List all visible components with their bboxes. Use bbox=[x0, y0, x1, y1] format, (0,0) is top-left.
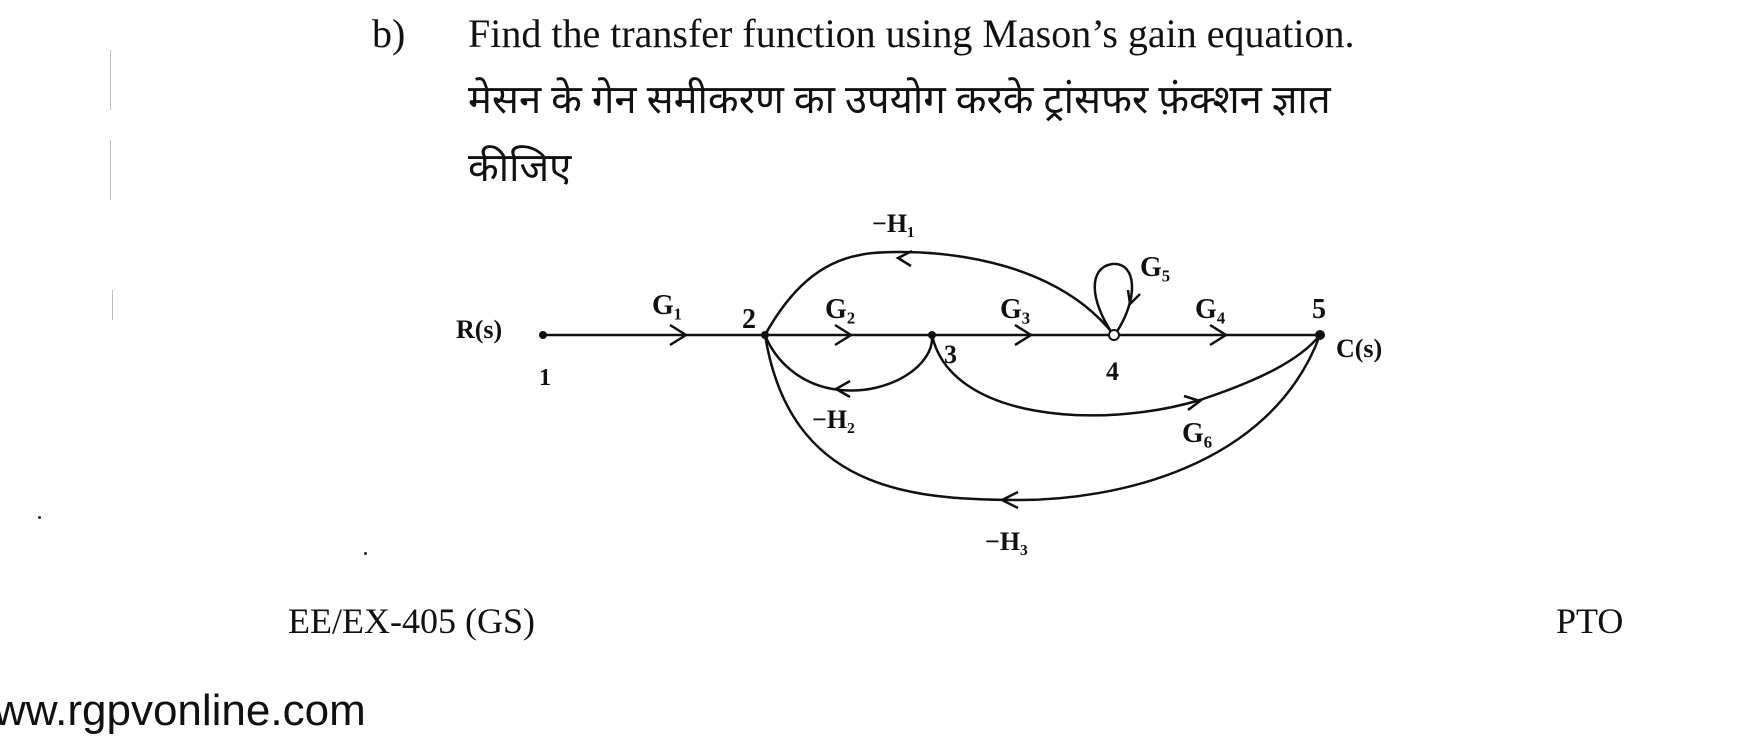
arrow bbox=[895, 249, 913, 268]
output-label: C(s) bbox=[1336, 334, 1382, 363]
question-hindi-line-2: कीजिए bbox=[468, 145, 572, 190]
node-3-label: 3 bbox=[944, 340, 957, 369]
question-label: b) bbox=[372, 11, 406, 56]
question-text: Find the transfer function using Mason’s… bbox=[468, 11, 1355, 56]
node-3-dot bbox=[928, 331, 936, 339]
branch-g6 bbox=[930, 334, 1321, 417]
branch-h3 bbox=[763, 334, 1322, 502]
margin-mark bbox=[110, 140, 111, 200]
node-5-label: 5 bbox=[1312, 294, 1326, 325]
pto-label: PTO bbox=[1556, 601, 1624, 641]
watermark-text: ww.rgpvonline.com bbox=[0, 686, 366, 735]
gain-g2-label: G₂ bbox=[825, 294, 855, 325]
arrow bbox=[833, 379, 851, 399]
arrow bbox=[1183, 394, 1203, 411]
arrow bbox=[999, 490, 1019, 510]
gain-g5-label: G₅ bbox=[1140, 252, 1170, 283]
signal-flow-graph: R(s) C(s) 1 2 3 4 5 G₁ G₂ G₃ G₄ G₅ G₆ −H… bbox=[456, 209, 1382, 556]
margin-mark bbox=[112, 290, 113, 320]
question-hindi-line-1: मेसन के गेन समीकरण का उपयोग करके ट्रांसफ… bbox=[468, 77, 1331, 122]
arrow bbox=[1014, 323, 1034, 347]
arrow bbox=[669, 323, 689, 347]
gain-g6-label: G₆ bbox=[1182, 418, 1212, 449]
node-1-dot bbox=[539, 331, 547, 339]
arrow bbox=[834, 323, 854, 347]
node-2-dot bbox=[761, 331, 769, 339]
gain-g4-label: G₄ bbox=[1195, 294, 1226, 325]
paper-code: EE/EX-405 (GS) bbox=[288, 601, 535, 641]
gain-h3-label: −H₃ bbox=[985, 527, 1028, 556]
scan-dot bbox=[38, 516, 41, 519]
branch-g5 bbox=[1093, 262, 1134, 334]
gain-h1-label: −H₁ bbox=[872, 209, 915, 238]
gain-h2-label: −H₂ bbox=[812, 405, 855, 434]
arrow bbox=[1209, 323, 1229, 347]
node-2-label: 2 bbox=[742, 304, 756, 335]
gain-g1-label: G₁ bbox=[652, 290, 682, 321]
gain-g3-label: G₃ bbox=[1000, 294, 1030, 325]
node-4-label: 4 bbox=[1106, 357, 1119, 386]
input-label: R(s) bbox=[456, 315, 502, 344]
node-1-label: 1 bbox=[539, 365, 551, 391]
margin-mark bbox=[110, 50, 111, 110]
scan-dot bbox=[364, 552, 367, 555]
arrow bbox=[1126, 289, 1141, 307]
branch-h1 bbox=[763, 250, 1115, 336]
node-4-dot bbox=[1108, 329, 1120, 341]
node-5-dot bbox=[1315, 330, 1325, 340]
